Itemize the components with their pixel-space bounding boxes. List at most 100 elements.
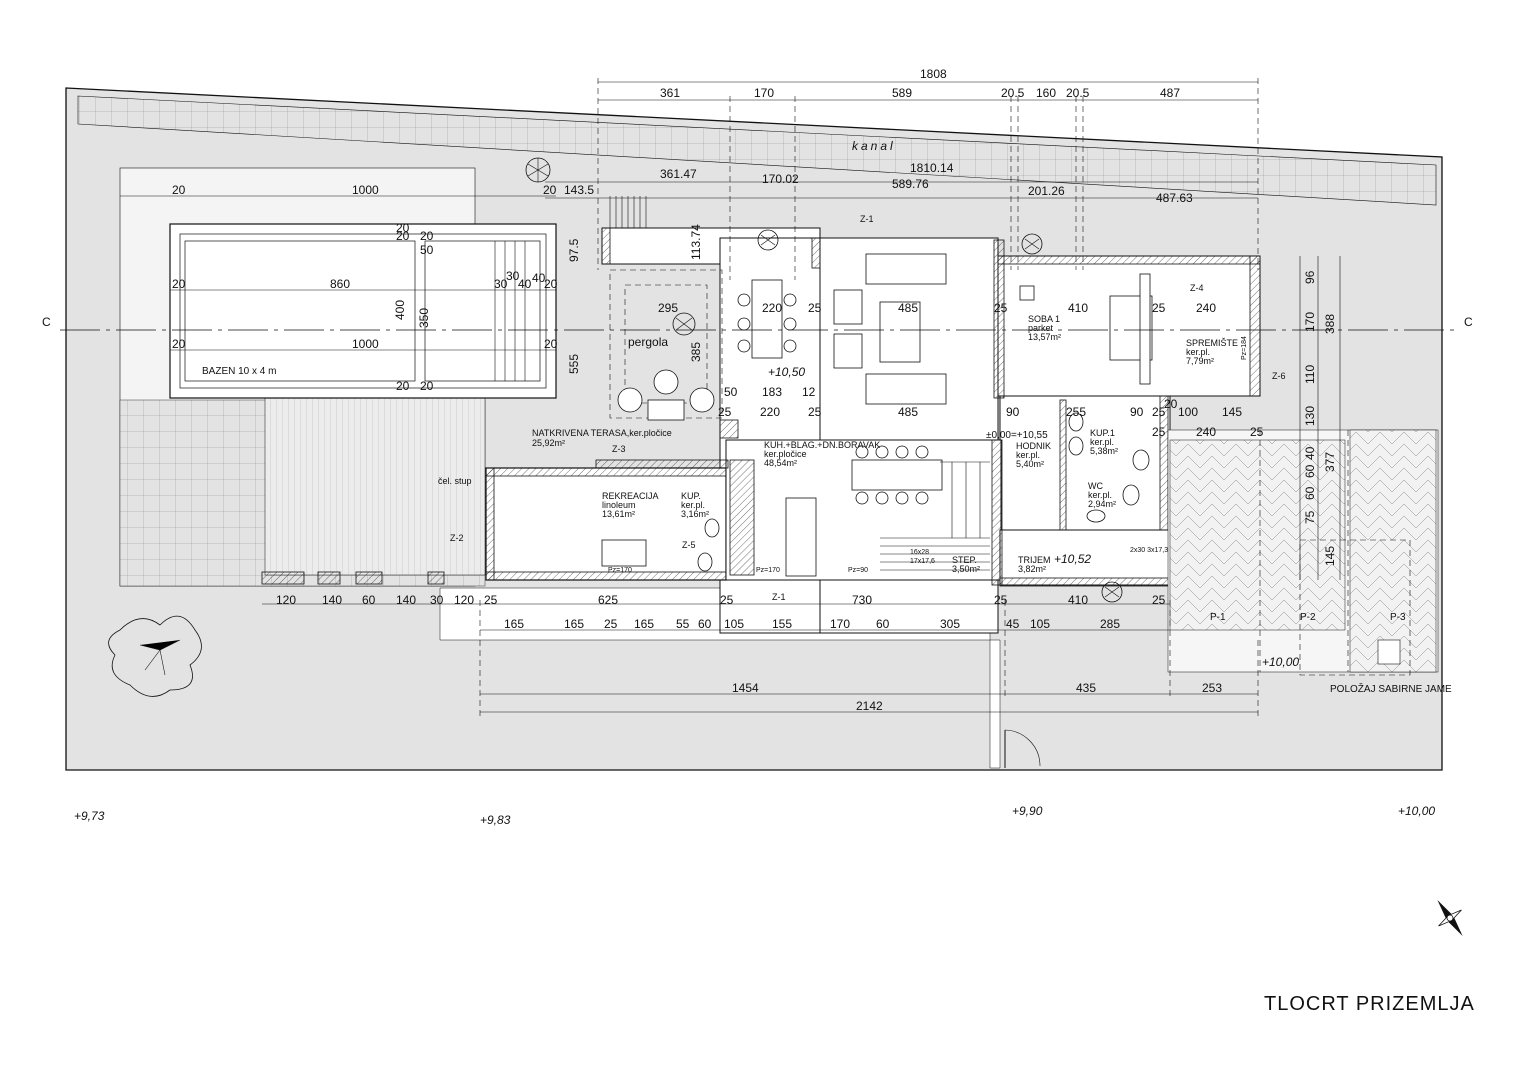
room-label: TRIJEM 3,82m² [1018, 555, 1051, 574]
bottom-dim: 55 [676, 617, 690, 631]
sill-tag: Pz=184 [1241, 336, 1248, 360]
room-label: HODNIK ker.pl. 5,40m² [1016, 441, 1051, 469]
section-mark-left: C [42, 315, 51, 329]
terrain-level: +9,73 [74, 809, 105, 823]
pool-dim: 40 [532, 271, 546, 285]
wall-tag: Z-6 [1272, 371, 1286, 381]
room-label: SPREMIŠTE ker.pl. 7,79m² [1186, 338, 1238, 366]
svg-text:2,94m²: 2,94m² [1088, 499, 1116, 509]
dim-top2-extra: 143.5 [564, 183, 594, 197]
septic-label: POLOŽAJ SABIRNE JAME [1330, 682, 1452, 695]
pool-dim: 20 [396, 229, 410, 243]
plant-icon [757, 229, 779, 251]
wall-tag: Z-1 [860, 214, 874, 224]
interior-dim: 90 [1006, 405, 1020, 419]
level-mark: +10,52 [1054, 552, 1091, 566]
dim-top-seg: 170 [754, 86, 774, 100]
svg-text:3,82m²: 3,82m² [1018, 564, 1046, 574]
bottom-dim: 105 [724, 617, 744, 631]
bottom-dim: 140 [396, 593, 416, 607]
bottom-dim: 435 [1076, 681, 1096, 695]
bottom-dim: 25 [604, 617, 618, 631]
interior-dim: 255 [1066, 405, 1086, 419]
svg-text:48,54m²: 48,54m² [764, 458, 797, 468]
interior-dim: 25 [808, 405, 822, 419]
pool-dim: 20 [420, 229, 434, 243]
pool-dim: 20 [544, 337, 558, 351]
terrain-level: +9,90 [1012, 804, 1043, 818]
svg-text:3,50m²: 3,50m² [952, 564, 980, 574]
room-label: KUH.+BLAG.+DN.BORAVAK ker.pločice 48,54m… [764, 440, 880, 468]
pool-dim: 1000 [352, 337, 379, 351]
right-dim: 110 [1303, 365, 1317, 384]
pergola-dim: 295 [658, 301, 678, 315]
bottom-dim: 155 [772, 617, 792, 631]
right-dim: 96 [1303, 270, 1317, 284]
pool-dim: 350 [417, 308, 431, 328]
svg-text:5,40m²: 5,40m² [1016, 459, 1044, 469]
interior-dim: 25 [1152, 425, 1166, 439]
tree-icon [108, 615, 202, 697]
right-dim: 130 [1303, 406, 1317, 426]
interior-dim: 240 [1196, 425, 1216, 439]
pool-dim: 30 [506, 269, 520, 283]
interior-dim: 220 [762, 301, 782, 315]
stair-note: 16x28 [910, 549, 929, 556]
pool-dim: 50 [420, 243, 434, 257]
dim-top-seg: 487 [1160, 86, 1180, 100]
bottom-dim: 25 [994, 593, 1008, 607]
interior-dim: 25 [994, 301, 1008, 315]
pergola-label: pergola [628, 335, 668, 349]
svg-text:HODNIK: HODNIK [1016, 441, 1051, 451]
bottom-dim: 165 [564, 617, 584, 631]
bottom-dim: 140 [322, 593, 342, 607]
pool-dim: 860 [330, 277, 350, 291]
canal-label: kanal [852, 139, 896, 153]
svg-text:ker.pl.: ker.pl. [681, 500, 705, 510]
bottom-dim: 60 [876, 617, 890, 631]
svg-text:REKREACIJA: REKREACIJA [602, 491, 659, 501]
dim-top-seg: 589 [892, 86, 912, 100]
right-dim: 145 [1323, 546, 1337, 566]
wall-tag: Z-1 [772, 592, 786, 602]
pool-dim: 400 [393, 300, 407, 320]
pergola-dim: 555 [567, 354, 581, 374]
right-dim: 60 [1303, 464, 1317, 478]
wall-tag: Z-2 [450, 533, 464, 543]
interior-dim: 485 [898, 301, 918, 315]
svg-text:13,57m²: 13,57m² [1028, 332, 1061, 342]
svg-text:3,16m²: 3,16m² [681, 509, 709, 519]
svg-text:13,61m²: 13,61m² [602, 509, 635, 519]
bottom-dim: 105 [1030, 617, 1050, 631]
svg-text:STEP.: STEP. [952, 555, 977, 565]
interior-dim: 90 [1130, 405, 1144, 419]
interior-dim: 25 [1152, 301, 1166, 315]
dim-top2-seg: 487.63 [1156, 191, 1193, 205]
svg-text:5,38m²: 5,38m² [1090, 446, 1118, 456]
section-mark-right: C [1464, 315, 1473, 329]
dim-top-seg: 20.5 [1001, 86, 1025, 100]
plant-icon [1101, 581, 1123, 603]
terrain-level: +9,83 [480, 813, 511, 827]
right-dim: 388 [1323, 314, 1337, 334]
terrain-level: +10,00 [1398, 804, 1435, 818]
interior-dim: 485 [898, 405, 918, 419]
level-mark: +10,50 [768, 365, 805, 379]
level-mark: +10,00 [1262, 655, 1299, 669]
bottom-dim: 25 [1152, 593, 1166, 607]
bottom-dim: 165 [504, 617, 524, 631]
svg-text:KUP.: KUP. [681, 491, 701, 501]
pool-dim: 20 [172, 183, 186, 197]
svg-text:ker.pl.: ker.pl. [1088, 490, 1112, 500]
svg-text:TRIJEM: TRIJEM [1018, 555, 1051, 565]
interior-dim: 25 [718, 405, 732, 419]
dim-top-seg: 160 [1036, 86, 1056, 100]
bottom-dim: 305 [940, 617, 960, 631]
interior-dim: 100 [1178, 405, 1198, 419]
sill-tag: Pz=170 [608, 567, 632, 574]
dim-top2-seg: 361.47 [660, 167, 697, 181]
dim-top2-seg: 201.26 [1028, 184, 1065, 198]
wall-tag: Z-3 [612, 444, 626, 454]
pool-dim: 20 [420, 379, 434, 393]
